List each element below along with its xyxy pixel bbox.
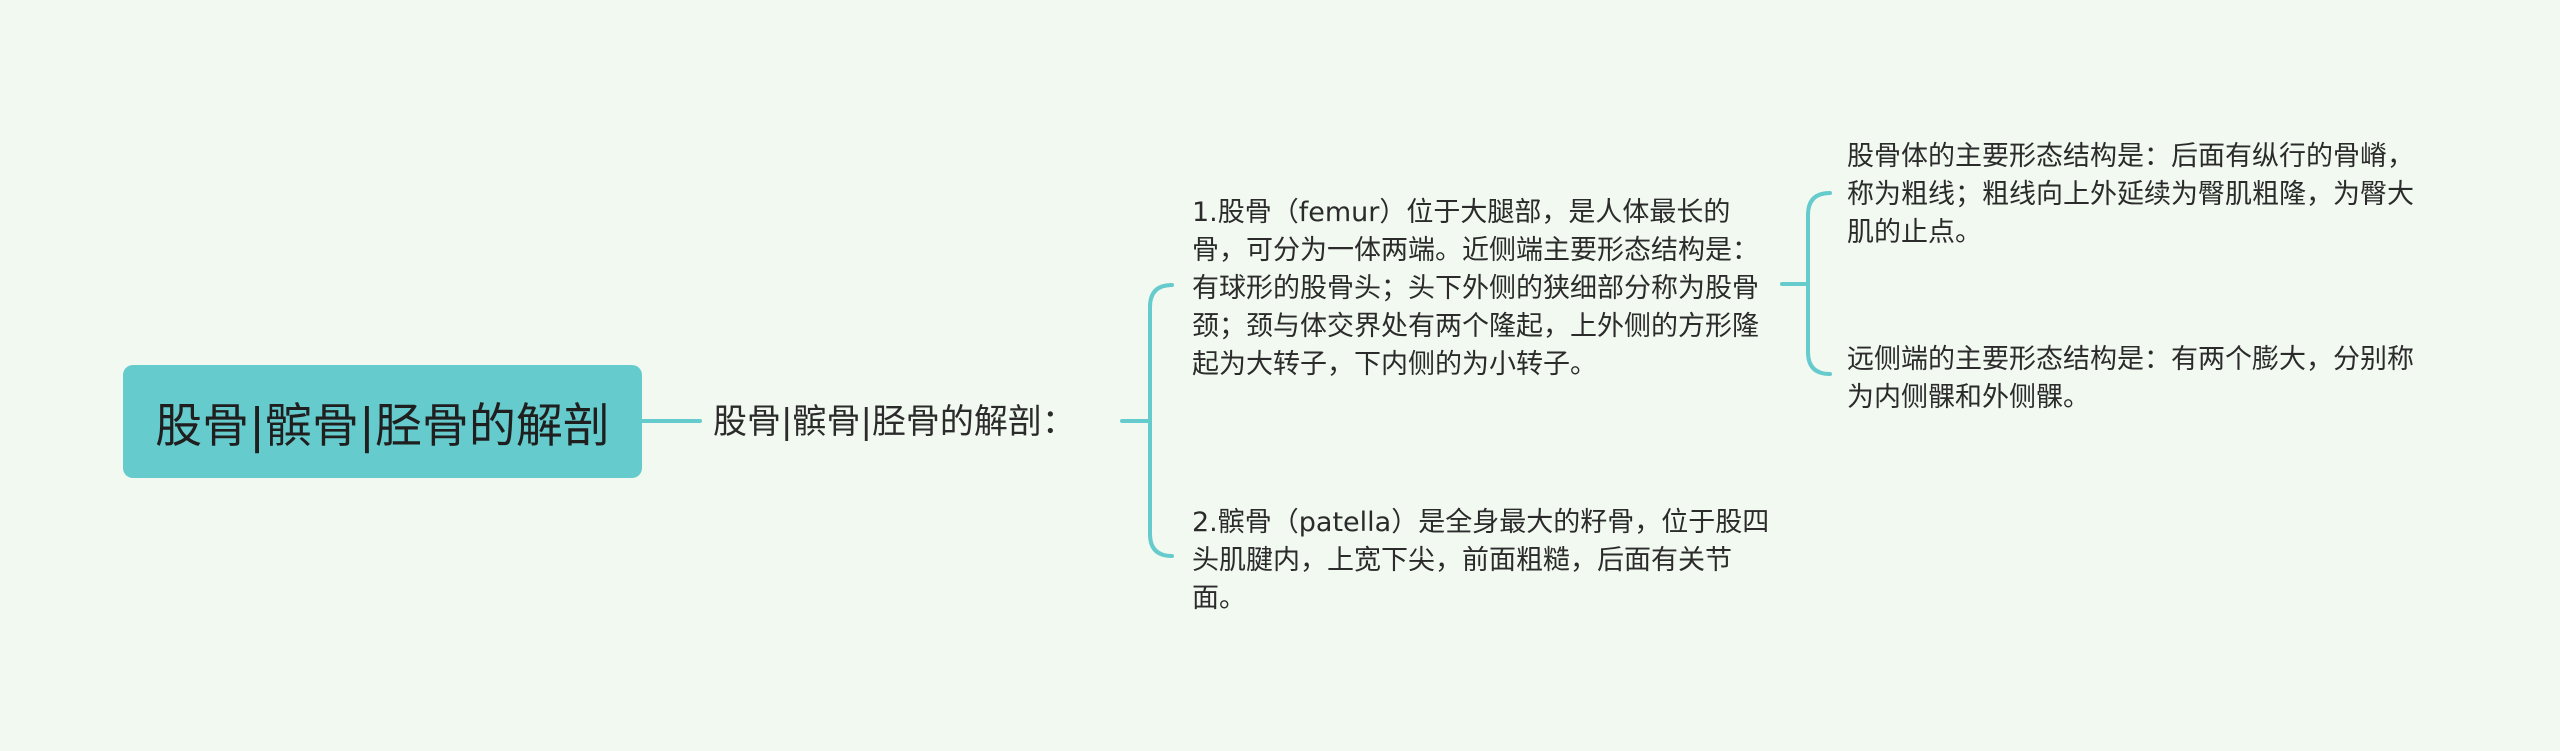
femur-shaft-text: 股骨体的主要形态结构是：后面有纵行的骨嵴，称为粗线；粗线向上外延续为臀肌粗隆，为…	[1847, 141, 2414, 248]
femur-node[interactable]: 1.股骨（femur）位于大腿部，是人体最长的骨，可分为一体两端。近侧端主要形态…	[1192, 194, 1772, 384]
subtopic-label: 股骨|髌骨|胫骨的解剖：	[713, 402, 1076, 442]
femur-text: 1.股骨（femur）位于大腿部，是人体最长的骨，可分为一体两端。近侧端主要形态…	[1192, 197, 1759, 380]
root-topic-label: 股骨|髌骨|胫骨的解剖	[155, 399, 610, 454]
patella-text: 2.髌骨（patella）是全身最大的籽骨，位于股四头肌腱内，上宽下尖，前面粗糙…	[1192, 507, 1770, 614]
bracket-level2	[1148, 283, 1174, 558]
femur-distal-node[interactable]: 远侧端的主要形态结构是：有两个膨大，分别称为内侧髁和外侧髁。	[1847, 341, 2432, 417]
patella-node[interactable]: 2.髌骨（patella）是全身最大的籽骨，位于股四头肌腱内，上宽下尖，前面粗糙…	[1192, 504, 1772, 618]
femur-distal-text: 远侧端的主要形态结构是：有两个膨大，分别称为内侧髁和外侧髁。	[1847, 344, 2414, 413]
femur-shaft-node[interactable]: 股骨体的主要形态结构是：后面有纵行的骨嵴，称为粗线；粗线向上外延续为臀肌粗隆，为…	[1847, 138, 2432, 252]
bracket-level3	[1806, 191, 1832, 376]
root-topic[interactable]: 股骨|髌骨|胫骨的解剖	[123, 365, 642, 478]
subtopic-node[interactable]: 股骨|髌骨|胫骨的解剖：	[713, 402, 1076, 442]
